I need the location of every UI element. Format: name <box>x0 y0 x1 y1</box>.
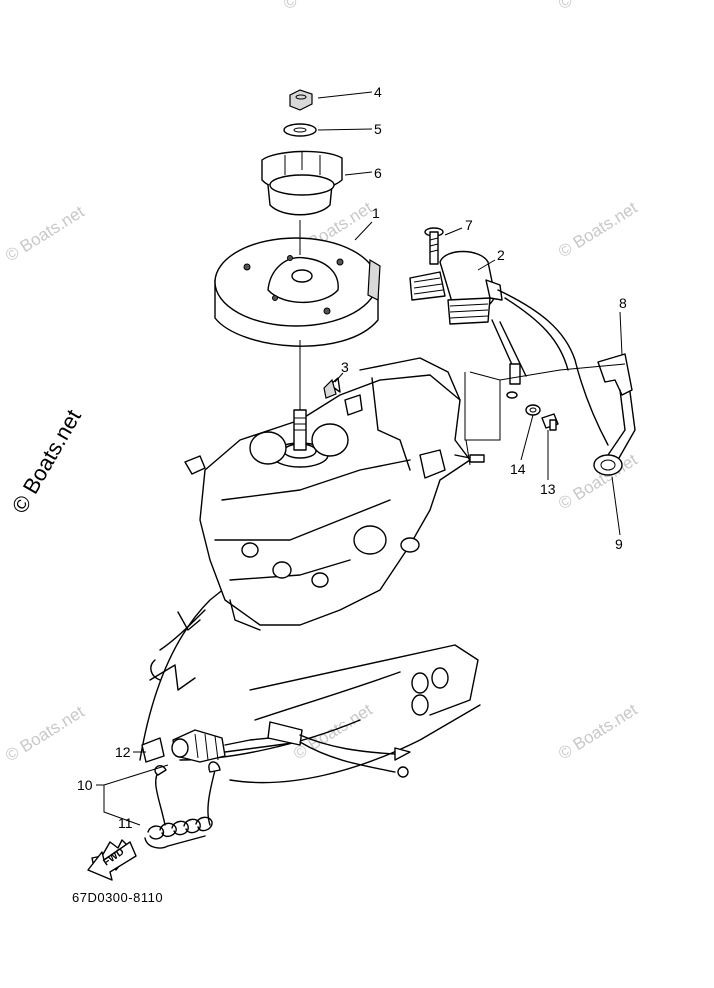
watermark: © Boats.net <box>2 702 88 765</box>
nut <box>289 89 313 111</box>
fwd-arrow: FWD <box>87 839 137 881</box>
wire-bracket <box>464 363 626 466</box>
callout-8: 8 <box>619 295 627 311</box>
callout-7: 7 <box>465 217 473 233</box>
lanyard <box>144 761 221 849</box>
callout-1: 1 <box>372 205 380 221</box>
callout-3: 3 <box>341 359 349 375</box>
watermark: © Boats.net <box>555 198 641 261</box>
callout-11: 11 <box>118 815 133 831</box>
callouts: 4 5 6 1 7 2 3 8 9 13 14 12 10 11 <box>77 84 627 831</box>
callout-9: 9 <box>615 536 623 552</box>
watermark: © Boats.net <box>2 202 88 265</box>
grommet <box>593 454 623 476</box>
watermark: © Boats.net <box>555 700 641 763</box>
flywheel <box>214 237 381 410</box>
washer <box>283 123 317 137</box>
switch-cap <box>141 737 165 763</box>
callout-2: 2 <box>497 247 505 263</box>
starter-pulley <box>261 150 343 255</box>
powerhead <box>184 357 485 631</box>
watermark: © Boats.net <box>555 0 641 13</box>
bolt <box>424 227 444 265</box>
callout-10: 10 <box>77 777 93 793</box>
watermarks: © Boats.net © Boats.net © Boats.net © Bo… <box>2 0 641 765</box>
leader-lines <box>96 91 623 826</box>
woodruff-key <box>323 378 337 399</box>
lower-casing <box>139 559 481 784</box>
watermark: © Boats.net <box>280 0 366 13</box>
callout-13: 13 <box>540 481 556 497</box>
wire-terminal <box>299 734 411 778</box>
callout-4: 4 <box>374 84 382 100</box>
ignition-coil <box>409 250 609 446</box>
callout-14: 14 <box>510 461 526 477</box>
callout-5: 5 <box>374 121 382 137</box>
washer-small <box>506 391 541 416</box>
callout-6: 6 <box>374 165 382 181</box>
watermark: © Boats.net <box>290 700 376 763</box>
watermark-side: © Boats.net <box>7 405 86 517</box>
screw <box>541 413 559 431</box>
stop-switch <box>171 721 303 763</box>
callout-12: 12 <box>115 744 131 760</box>
spark-plug-cap <box>597 353 636 466</box>
part-code: 67D0300-8110 <box>72 890 163 905</box>
